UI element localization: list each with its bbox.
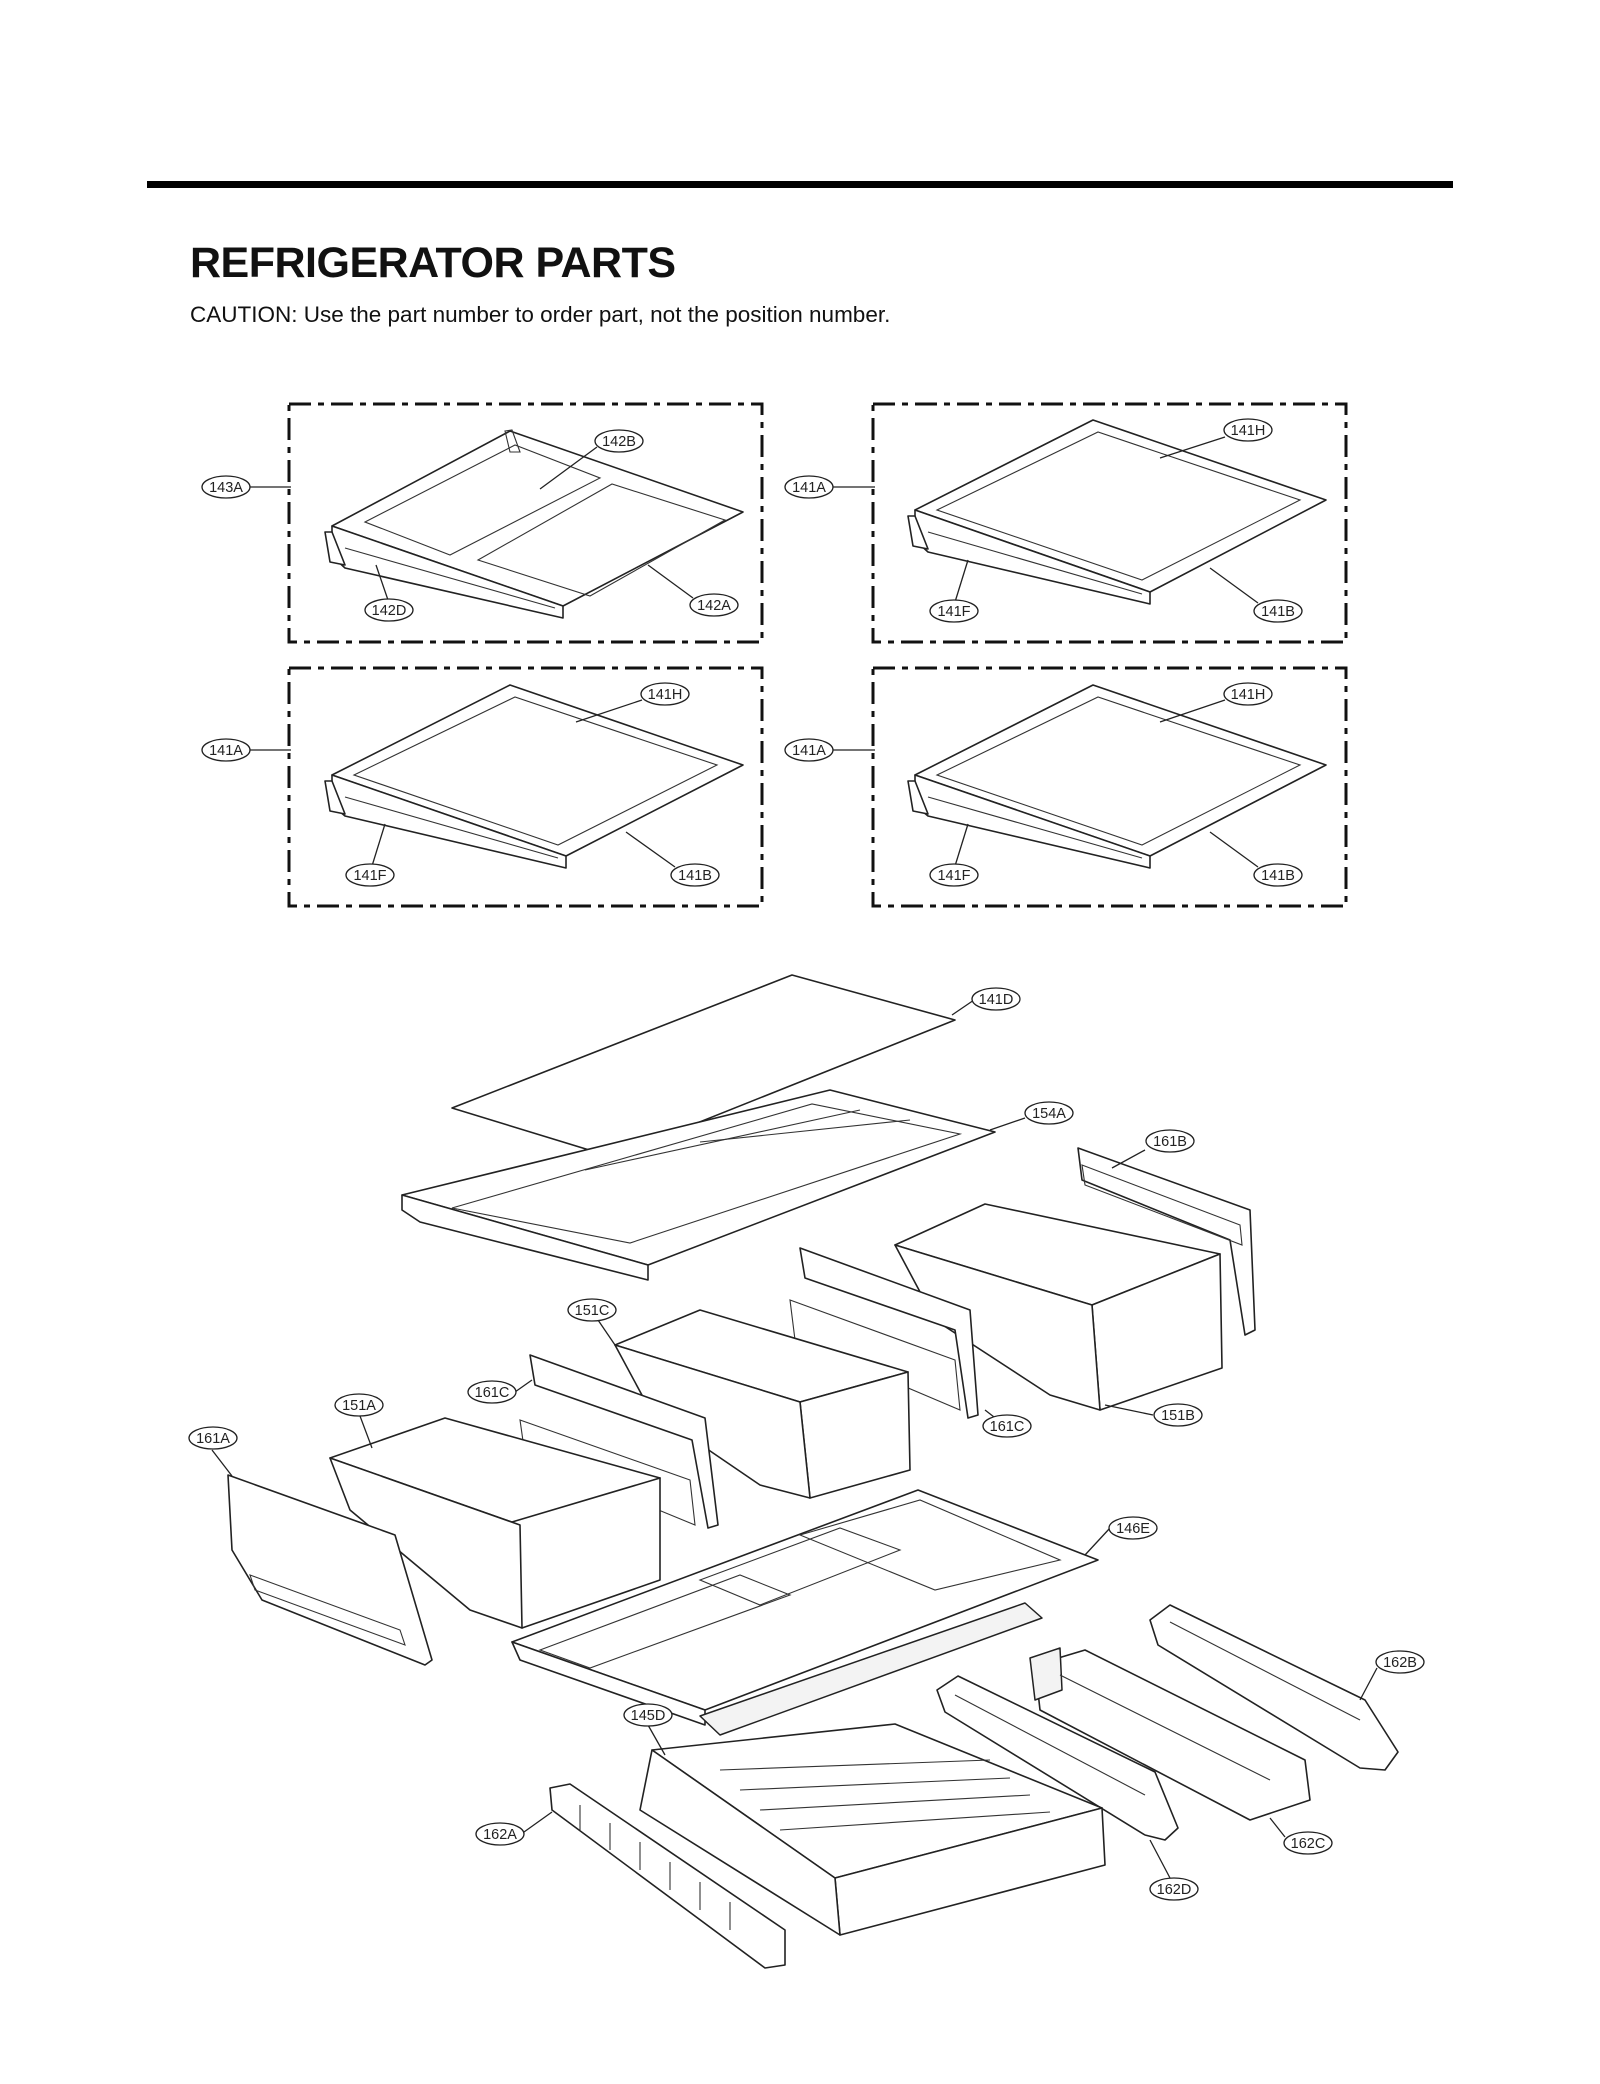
svg-text:162A: 162A	[483, 1827, 517, 1843]
part-162D-rail	[936, 1675, 1179, 1841]
callout-141F: 141F	[929, 599, 979, 623]
part-162B-rail	[1149, 1604, 1399, 1771]
callout-141D: 141D	[971, 987, 1021, 1011]
panel-shelf-141A-bottom-right: 141A 141H 141F 141B	[784, 666, 1348, 908]
callout-161A: 161A	[188, 1426, 238, 1450]
callout-141B: 141B	[670, 863, 720, 887]
svg-text:161C: 161C	[990, 1419, 1025, 1435]
callout-141H: 141H	[640, 682, 690, 706]
svg-text:145D: 145D	[631, 1708, 666, 1724]
callout-142D: 142D	[364, 598, 414, 622]
svg-text:161C: 161C	[475, 1385, 510, 1401]
callout-162B: 162B	[1375, 1650, 1425, 1674]
callout-151B: 151B	[1153, 1403, 1203, 1427]
svg-text:161B: 161B	[1153, 1134, 1187, 1150]
callout-161C-left: 161C	[467, 1380, 517, 1404]
svg-text:142D: 142D	[372, 603, 407, 619]
part-162A-grille	[549, 1783, 786, 1969]
callout-141A: 141A	[784, 475, 834, 499]
svg-text:142B: 142B	[602, 434, 636, 450]
panel-frame	[871, 402, 1348, 644]
callout-151A: 151A	[334, 1393, 384, 1417]
shelf-141A-drawing	[907, 684, 1327, 869]
svg-text:162B: 162B	[1383, 1655, 1417, 1671]
callout-141B: 141B	[1253, 599, 1303, 623]
callout-141F: 141F	[929, 863, 979, 887]
panel-shelf-143A: 143A 142B 142D 142A	[201, 402, 764, 644]
part-151C-drawer	[614, 1309, 911, 1499]
svg-text:141A: 141A	[792, 480, 826, 496]
svg-text:141B: 141B	[678, 868, 712, 884]
svg-text:141H: 141H	[648, 687, 683, 703]
part-151B-drawer	[894, 1203, 1223, 1411]
part-141D-glass	[451, 974, 956, 1158]
part-161A-rail	[227, 1474, 433, 1666]
part-162C-housing	[1029, 1647, 1311, 1821]
part-154A-frame	[401, 1089, 996, 1281]
panel-frame	[287, 666, 764, 908]
svg-text:141F: 141F	[937, 868, 970, 884]
callout-146E: 146E	[1108, 1516, 1158, 1540]
panel-shelf-141A-top-right: 141A 141H 141F 141B	[784, 402, 1348, 644]
callout-154A: 154A	[1024, 1101, 1074, 1125]
top-rule	[147, 181, 1453, 188]
callout-142A: 142A	[689, 593, 739, 617]
panel-shelf-141A-bottom-left: 141A 141H 141F 141B	[201, 666, 764, 908]
caution-note: CAUTION: Use the part number to order pa…	[190, 302, 891, 327]
callout-141H: 141H	[1223, 418, 1273, 442]
svg-text:141A: 141A	[792, 743, 826, 759]
callout-141B: 141B	[1253, 863, 1303, 887]
svg-text:151C: 151C	[575, 1303, 610, 1319]
svg-text:141D: 141D	[979, 992, 1014, 1008]
svg-text:162C: 162C	[1291, 1836, 1326, 1852]
page-title: REFRIGERATOR PARTS	[190, 239, 676, 287]
shelf-141A-drawing	[907, 419, 1327, 605]
shelf-143A-drawing	[324, 429, 744, 619]
svg-text:151A: 151A	[342, 1398, 376, 1414]
callout-161C-right: 161C	[982, 1414, 1032, 1438]
callout-143A: 143A	[201, 475, 251, 499]
part-161B-rail	[1077, 1147, 1256, 1336]
svg-text:146E: 146E	[1116, 1521, 1150, 1537]
svg-text:143A: 143A	[209, 480, 243, 496]
part-145D-tray	[639, 1723, 1106, 1936]
exploded-view: 141D 154A 161B	[188, 974, 1425, 1969]
svg-text:141H: 141H	[1231, 687, 1266, 703]
svg-text:142A: 142A	[697, 598, 731, 614]
svg-text:141A: 141A	[209, 743, 243, 759]
callout-145D: 145D	[623, 1703, 673, 1727]
callout-141A: 141A	[201, 738, 251, 762]
svg-text:151B: 151B	[1161, 1408, 1195, 1424]
callout-141A: 141A	[784, 738, 834, 762]
svg-text:162D: 162D	[1157, 1882, 1192, 1898]
callout-141H: 141H	[1223, 682, 1273, 706]
callout-142B: 142B	[594, 429, 644, 453]
part-161C-right-rail	[789, 1247, 979, 1419]
callout-141F: 141F	[345, 863, 395, 887]
svg-text:141B: 141B	[1261, 868, 1295, 884]
svg-text:141B: 141B	[1261, 604, 1295, 620]
panel-frame	[287, 402, 764, 644]
svg-text:141F: 141F	[353, 868, 386, 884]
callout-162A: 162A	[475, 1822, 525, 1846]
callout-162C: 162C	[1283, 1831, 1333, 1855]
svg-text:154A: 154A	[1032, 1106, 1066, 1122]
svg-text:161A: 161A	[196, 1431, 230, 1447]
part-151A-drawer	[329, 1417, 661, 1629]
callout-161B: 161B	[1145, 1129, 1195, 1153]
panel-frame	[871, 666, 1348, 908]
callout-151C: 151C	[567, 1298, 617, 1322]
callout-162D: 162D	[1149, 1877, 1199, 1901]
svg-text:141H: 141H	[1231, 423, 1266, 439]
svg-text:141F: 141F	[937, 604, 970, 620]
shelf-141A-drawing	[324, 684, 744, 869]
